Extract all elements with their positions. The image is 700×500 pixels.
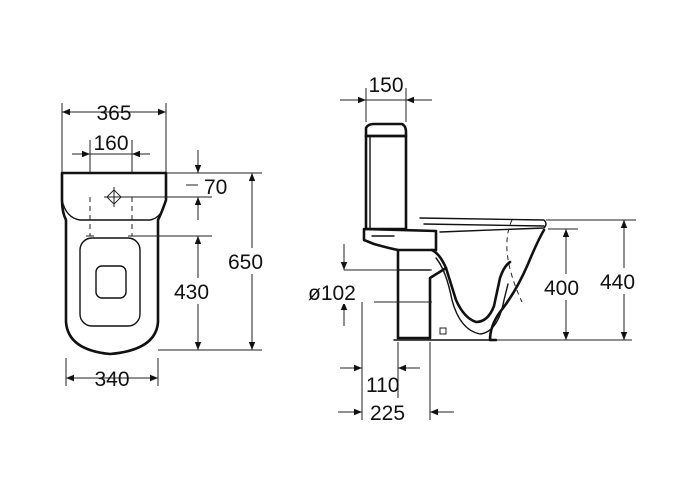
side-lid-arc <box>506 219 523 303</box>
front-fixing-point <box>104 187 124 207</box>
dim-225: 225 <box>370 402 405 425</box>
side-seat <box>419 217 547 233</box>
side-tank-body <box>364 134 408 231</box>
dim-340: 340 <box>94 368 129 391</box>
dim-110: 110 <box>366 374 399 397</box>
dim-160: 160 <box>93 132 128 155</box>
front-bowl-opening <box>95 265 127 299</box>
front-tank-edge <box>61 199 167 221</box>
dim-70: 70 <box>204 176 227 199</box>
side-trap <box>430 248 512 324</box>
dim-650: 650 <box>228 251 263 274</box>
side-view: 150 ø102 110 225 400 440 <box>306 74 652 425</box>
dim-o102: ø102 <box>308 282 356 305</box>
dim-440: 440 <box>600 271 635 294</box>
dim-400: 400 <box>544 277 579 300</box>
side-outlet-mark <box>439 327 447 335</box>
side-tank <box>364 122 408 138</box>
front-view: 365 160 340 70 430 650 <box>60 102 280 391</box>
dim-365: 365 <box>96 102 131 125</box>
side-outlet <box>396 248 448 340</box>
dim-150: 150 <box>368 74 403 97</box>
side-tank-base <box>362 227 438 252</box>
front-seat-outer <box>79 237 141 327</box>
dim-430: 430 <box>174 281 209 304</box>
